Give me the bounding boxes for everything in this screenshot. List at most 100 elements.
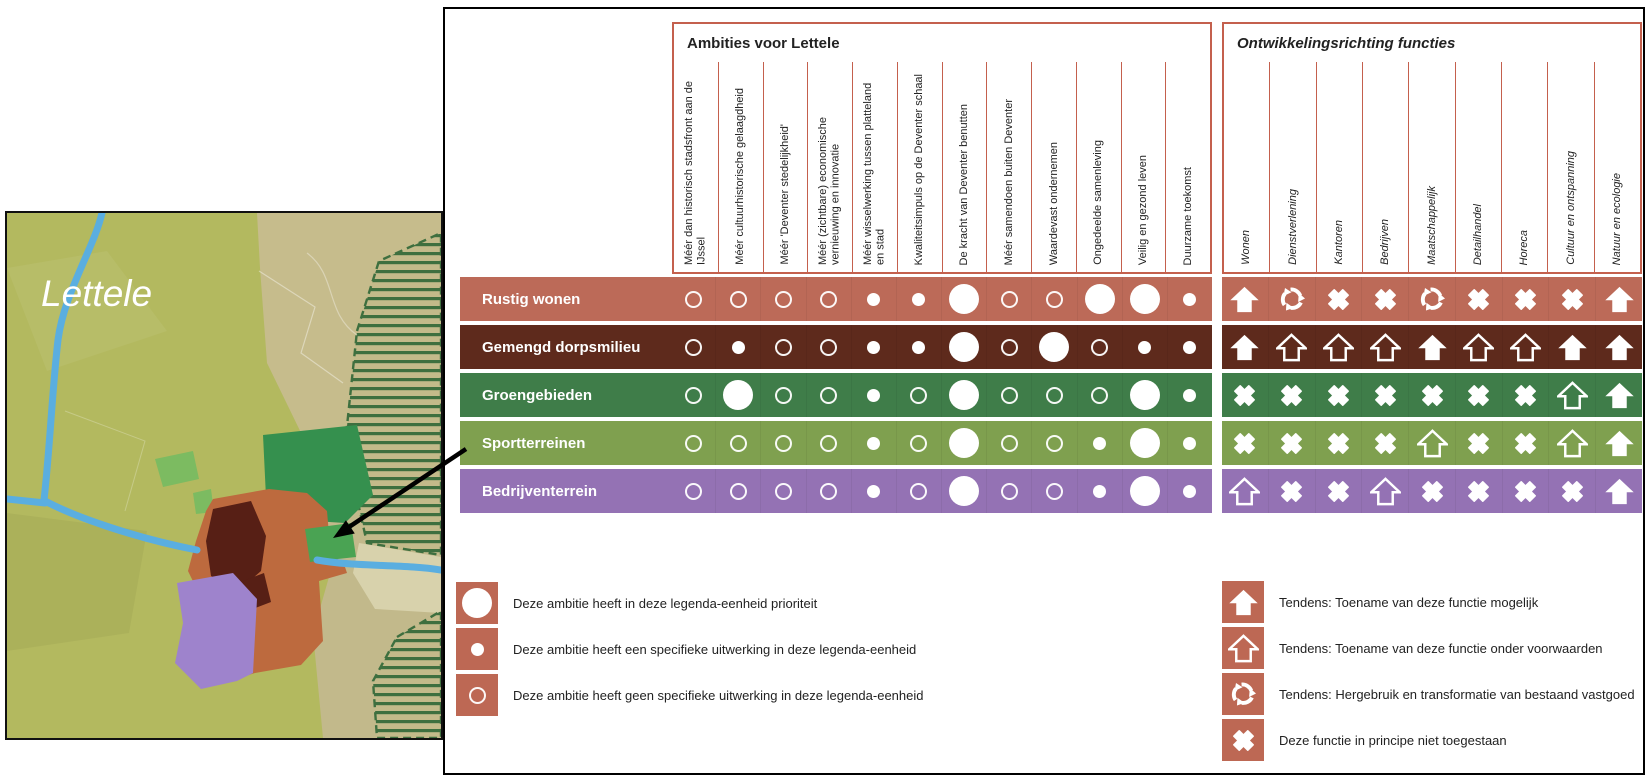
function-cell — [1595, 421, 1642, 465]
function-column-header: Horeca — [1500, 62, 1547, 272]
ambition-column-header: Méér cultuurhistorische gelaagdheid — [717, 62, 763, 272]
ambition-column-header: Méér wisselwerking tussen platteland en … — [852, 62, 897, 272]
function-column-label: Wonen — [1240, 230, 1253, 265]
ambition-column-header: De kracht van Deventer benutten — [941, 62, 987, 272]
functions-row — [1222, 277, 1642, 321]
legend-symbol-box — [1222, 719, 1264, 761]
map-village-core — [206, 501, 266, 593]
open-circle-icon — [820, 338, 838, 356]
function-cell — [1454, 421, 1502, 465]
cross-icon — [1327, 432, 1349, 454]
cross-icon — [1468, 480, 1490, 502]
priority-circle-icon — [462, 588, 492, 618]
arrow-up-filled-icon — [1228, 589, 1258, 615]
cross-icon — [1515, 432, 1537, 454]
legend-row: Tendens: Hergebruik en transformatie van… — [1222, 673, 1635, 715]
legend-row: Deze functie in principe niet toegestaan — [1222, 719, 1635, 761]
cross-icon — [1515, 288, 1537, 310]
priority-circle-icon — [1129, 428, 1160, 458]
map-business-park — [175, 573, 257, 689]
cross-icon — [1468, 432, 1490, 454]
function-column-header: Detailhandel — [1454, 62, 1501, 272]
ambition-column-header: Duurzame toekomst — [1165, 62, 1210, 272]
open-circle-icon — [684, 482, 702, 500]
priority-circle-icon — [949, 380, 980, 410]
ambition-column-header: Méér (zichtbare) economische vernieuwing… — [807, 62, 852, 272]
open-circle-icon — [774, 338, 792, 356]
functions-row — [1222, 421, 1642, 465]
function-cell — [1408, 325, 1455, 369]
open-circle-icon — [910, 434, 928, 452]
cross-icon — [1327, 480, 1349, 502]
legend-row: Tendens: Toename van deze functie onder … — [1222, 627, 1635, 669]
function-cell — [1501, 277, 1549, 321]
ambition-cell — [895, 325, 941, 369]
specific-circle-icon — [912, 340, 926, 354]
ambition-cell — [1031, 373, 1076, 417]
function-cell — [1361, 277, 1408, 321]
open-circle-icon — [1091, 386, 1109, 404]
ambition-cell — [1121, 469, 1167, 513]
map-stream — [7, 213, 441, 574]
row-label: Gemengd dorpsmilieu — [482, 338, 641, 356]
cross-icon — [1281, 384, 1303, 406]
function-cell — [1595, 325, 1642, 369]
ambition-cell — [1031, 325, 1076, 369]
arrow-up-outline-icon — [1229, 476, 1261, 505]
function-cell — [1361, 421, 1408, 465]
priority-circle-icon — [1084, 284, 1115, 314]
ambition-column-header: Veilig en gezond leven — [1120, 62, 1166, 272]
function-cell — [1548, 373, 1595, 417]
function-cell — [1222, 373, 1268, 417]
ambition-cell — [986, 469, 1031, 513]
specific-circle-icon — [867, 388, 881, 402]
ambition-column-label: Méér samendoen buiten Deventer — [1002, 98, 1015, 265]
cross-icon — [1281, 432, 1303, 454]
ambition-cell — [715, 325, 760, 369]
ambition-column-header: Méér samendoen buiten Deventer — [986, 62, 1031, 272]
legend-symbol-box — [456, 628, 498, 670]
specific-circle-icon — [1093, 436, 1107, 450]
ambition-cell — [805, 325, 851, 369]
ambitions-row: Bedrijventerrein — [460, 469, 1212, 513]
map-town-label: Lettele — [41, 273, 152, 314]
function-cell — [1454, 325, 1502, 369]
ambition-cell — [1166, 277, 1212, 321]
ambition-cell — [1031, 421, 1076, 465]
ambition-cell — [986, 325, 1031, 369]
ambition-cell — [760, 421, 805, 465]
legend-symbol-box — [456, 582, 498, 624]
open-circle-icon — [1000, 434, 1018, 452]
function-column-label: Cultuur en ontspanning — [1564, 151, 1577, 265]
ambition-cell — [1031, 277, 1076, 321]
ambition-cell — [895, 469, 941, 513]
open-circle-icon — [684, 434, 702, 452]
legend-text: Deze ambitie heeft in deze legenda-eenhe… — [513, 595, 818, 611]
specific-circle-icon — [1093, 484, 1107, 498]
legend-row: Deze ambitie heeft een specifieke uitwer… — [456, 628, 924, 670]
ambition-legend: Deze ambitie heeft in deze legenda-eenhe… — [456, 582, 924, 716]
open-circle-icon — [1000, 386, 1018, 404]
ambition-cell — [850, 277, 896, 321]
function-cell — [1501, 373, 1549, 417]
function-cell — [1222, 277, 1268, 321]
function-cell — [1454, 373, 1502, 417]
specific-circle-icon — [1183, 388, 1197, 402]
open-circle-icon — [1091, 338, 1109, 356]
ambition-cell — [671, 373, 715, 417]
map-green-patch-west — [155, 451, 199, 487]
map-graphic: Lettele — [7, 213, 441, 738]
ambition-cell — [715, 421, 760, 465]
cross-icon — [1468, 288, 1490, 310]
ambition-cell — [715, 469, 760, 513]
cross-icon — [1421, 480, 1443, 502]
function-cell — [1314, 421, 1362, 465]
ambition-column-header: Kwaliteitsimpuls op de Deventer schaal — [896, 62, 942, 272]
cross-icon — [1374, 432, 1396, 454]
ambition-cell — [895, 277, 941, 321]
function-column-header: Natuur en ecologie — [1593, 62, 1640, 272]
open-circle-icon — [820, 482, 838, 500]
arrow-up-outline-icon — [1463, 332, 1495, 361]
ambition-column-label: Méér wisselwerking tussen platteland en … — [862, 82, 887, 265]
ambition-cell — [1121, 373, 1167, 417]
